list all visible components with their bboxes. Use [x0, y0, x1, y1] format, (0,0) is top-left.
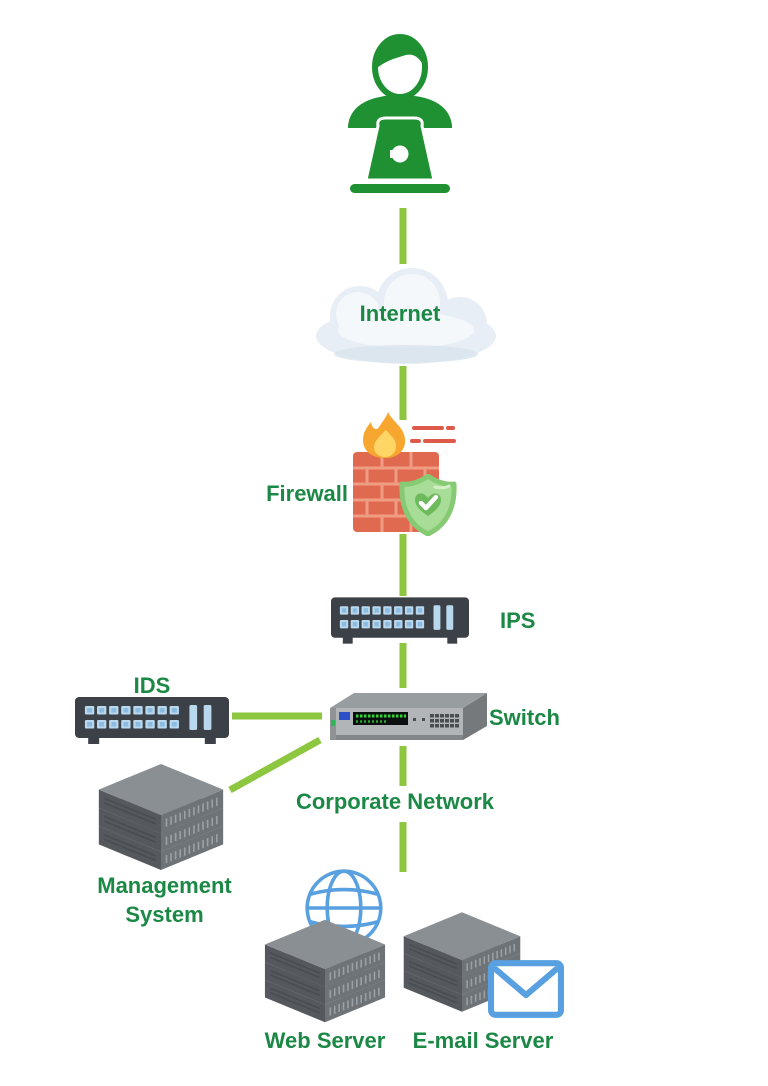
- cloud-icon: [316, 268, 496, 364]
- switch-label: Switch: [489, 705, 560, 730]
- management-server-stack-icon: [97, 762, 225, 872]
- rack-switch-icon: [330, 693, 487, 740]
- edge-management-switch: [228, 736, 322, 794]
- email-server-label: E-mail Server: [412, 1028, 554, 1053]
- node-internet: [310, 266, 502, 368]
- ips-label: IPS: [500, 608, 536, 633]
- ips-appliance-icon: [331, 597, 469, 644]
- envelope-icon: [488, 960, 564, 1018]
- web-server-stack-icon: [260, 918, 390, 1024]
- internet-label: Internet: [359, 301, 441, 326]
- web-server-label: Web Server: [264, 1028, 386, 1053]
- corporate-network-label: Corporate Network: [295, 789, 495, 814]
- management-system-label: Management System: [97, 873, 232, 928]
- flame-icon: [363, 412, 406, 458]
- speed-lines-icon: [410, 426, 456, 443]
- ids-label: IDS: [133, 673, 171, 698]
- ids-appliance-icon: [75, 697, 229, 744]
- firewall-label: Firewall: [266, 481, 348, 506]
- person-laptop-icon: [348, 34, 452, 193]
- shield-check-icon: [399, 474, 457, 536]
